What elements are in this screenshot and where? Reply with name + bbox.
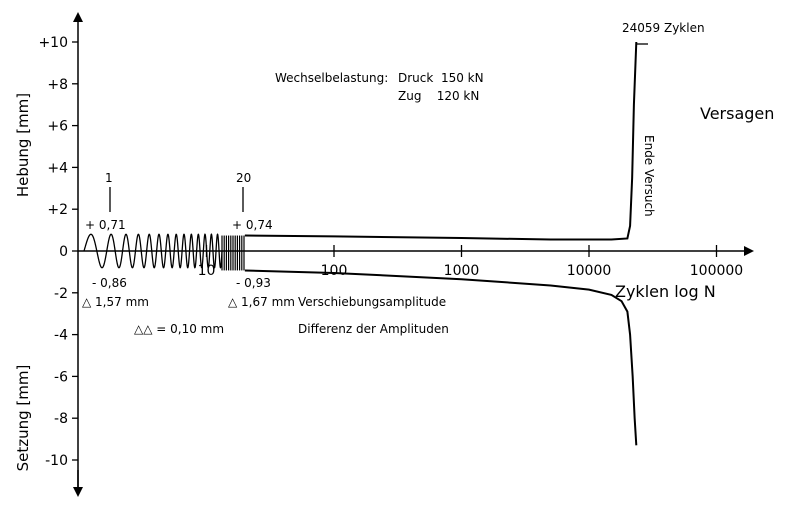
lower-displacement-curve (244, 269, 638, 446)
peak-1-label: + 0,71 (85, 218, 126, 232)
amp-diff-description: Differenz der Amplituden (298, 322, 449, 336)
y-label-negative: Setzung [mm] (14, 365, 32, 472)
y-tick-label: -6 (54, 369, 68, 385)
x-tick-label: 10000 (567, 263, 612, 279)
x-axis-label: Zyklen log N (615, 282, 716, 301)
y-tick-label: -10 (45, 453, 68, 469)
y-tick-label: +4 (47, 160, 68, 176)
trough-20-label: - 0,93 (236, 276, 271, 290)
x-tick-label: 100 (321, 263, 348, 279)
y-tick-label: -8 (54, 411, 68, 427)
y-tick-label: +8 (47, 77, 68, 93)
x-tick-label: 100000 (690, 263, 743, 279)
x-tick-label: 10 (198, 263, 216, 279)
y-tick-label: +2 (47, 202, 68, 218)
peak-20-label: + 0,74 (232, 218, 273, 232)
failure-label: Versagen (700, 104, 774, 123)
y-tick-label: -2 (54, 286, 68, 302)
y-label-positive: Hebung [mm] (14, 93, 32, 197)
x-ticks: 10 100 1000 10000 100000 (198, 245, 743, 279)
amp-description: Verschiebungsamplitude (298, 295, 446, 309)
end-cycles-label: 24059 Zyklen (622, 21, 705, 35)
x-tick-label: 1000 (444, 263, 480, 279)
cycle-20-label: 20 (236, 171, 251, 185)
amp-1-label: △ 1,57 mm (82, 295, 149, 309)
y-tick-label: +10 (38, 35, 68, 51)
y-tick-label: +6 (47, 119, 68, 135)
y-ticks: +10 +8 +6 +4 +2 0 -2 -4 -6 -8 -10 (38, 35, 78, 469)
upper-displacement-curve (244, 41, 638, 241)
amp-20-label: △ 1,67 mm (228, 295, 295, 309)
load-zug: Zug 120 kN (398, 89, 479, 103)
y-tick-label: -4 (54, 328, 68, 344)
end-test-label: Ende Versuch (642, 135, 656, 217)
cycle-1-label: 1 (105, 171, 113, 185)
oscillation-curve (83, 233, 223, 269)
trough-1-label: - 0,86 (92, 276, 127, 290)
cycle-20-block (221, 235, 245, 271)
load-title: Wechselbelastung: (275, 71, 388, 85)
load-druck: Druck 150 kN (398, 71, 484, 85)
y-tick-label: 0 (59, 244, 68, 260)
amp-diff-label: △△ = 0,10 mm (134, 322, 224, 336)
